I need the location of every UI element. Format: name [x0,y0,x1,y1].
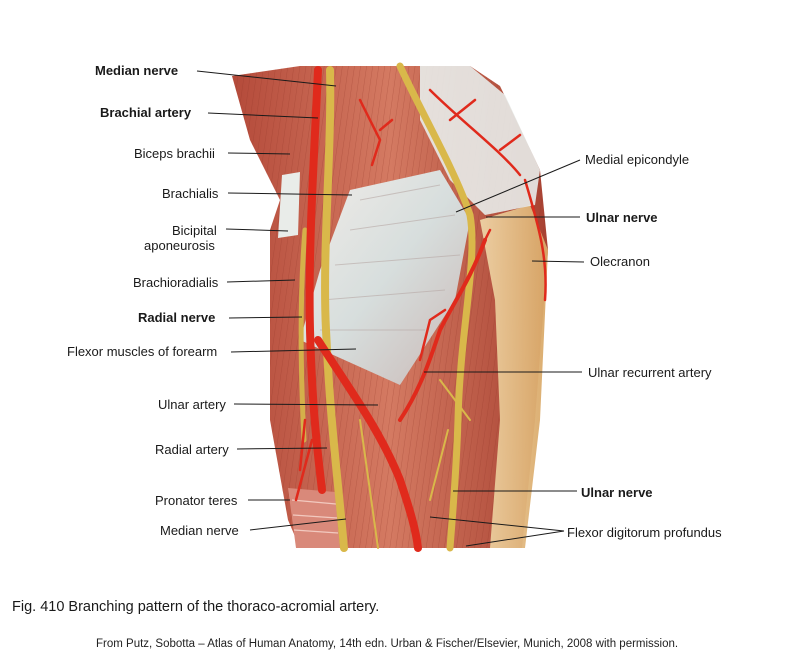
arteries [294,66,547,552]
brachial-artery-trunk [305,66,326,494]
ulnar-artery-trunk [314,336,422,552]
label-brachialis: Brachialis [162,186,219,201]
label-ulnar-recurrent-artery: Ulnar recurrent artery [588,365,712,380]
label-median-nerve-bottom: Median nerve [160,523,239,538]
label-flexor-muscles: Flexor muscles of forearm [67,344,218,359]
label-ulnar-artery: Ulnar artery [158,397,226,412]
label-ulnar-nerve-bottom: Ulnar nerve [581,485,653,500]
label-olecranon: Olecranon [590,254,650,269]
biceps-tendon [278,172,300,238]
label-radial-artery: Radial artery [155,442,229,457]
label-ulnar-nerve-top: Ulnar nerve [586,210,658,225]
label-bicipital-aponeurosis-line2: aponeurosis [144,238,215,253]
label-brachioradialis: Brachioradialis [133,275,219,290]
radial-nerve-trunk [298,227,308,443]
label-flexor-digitorum-profundus: Flexor digitorum profundus [567,525,722,540]
label-pronator-teres: Pronator teres [155,493,238,508]
label-bicipital-aponeurosis-line1: Bicipital [172,223,217,238]
label-radial-nerve: Radial nerve [138,310,216,325]
label-median-nerve-top: Median nerve [95,63,179,78]
median-nerve-trunk [321,66,348,552]
nerves [298,62,476,552]
label-medial-epicondyle: Medial epicondyle [585,152,690,167]
ulnar-nerve-trunk [396,62,476,552]
label-biceps-brachii: Biceps brachii [134,146,215,161]
ulnar-recurrent-branch [398,238,487,422]
olecranon-bone [480,205,548,548]
label-brachial-artery: Brachial artery [100,105,192,120]
figure-caption: Fig. 410 Branching pattern of the thorac… [12,599,380,615]
leader-lines [196,70,585,547]
figure-credit: From Putz, Sobotta – Atlas of Human Anat… [96,638,679,650]
tendon-sheet-top [420,66,540,215]
